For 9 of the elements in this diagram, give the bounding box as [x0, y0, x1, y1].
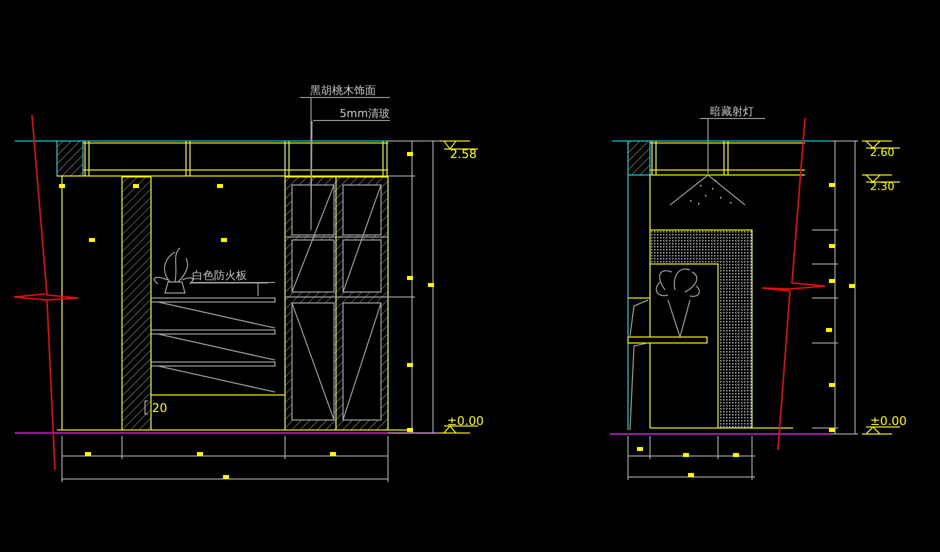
annotation-label: 5mm清玻 — [313, 108, 390, 121]
elevation-value: 2.58 — [450, 148, 477, 160]
annotation-label: 白色防火板 — [190, 270, 275, 283]
elevation-value: ±0.00 — [447, 415, 484, 427]
annotation-label: 黑胡桃木饰面 — [300, 85, 390, 98]
elevation-value: ±0.00 — [870, 415, 907, 427]
leader-line — [310, 120, 312, 230]
dimension-value: 20 — [152, 402, 168, 414]
annotation-label: 暗藏射灯 — [700, 106, 765, 119]
